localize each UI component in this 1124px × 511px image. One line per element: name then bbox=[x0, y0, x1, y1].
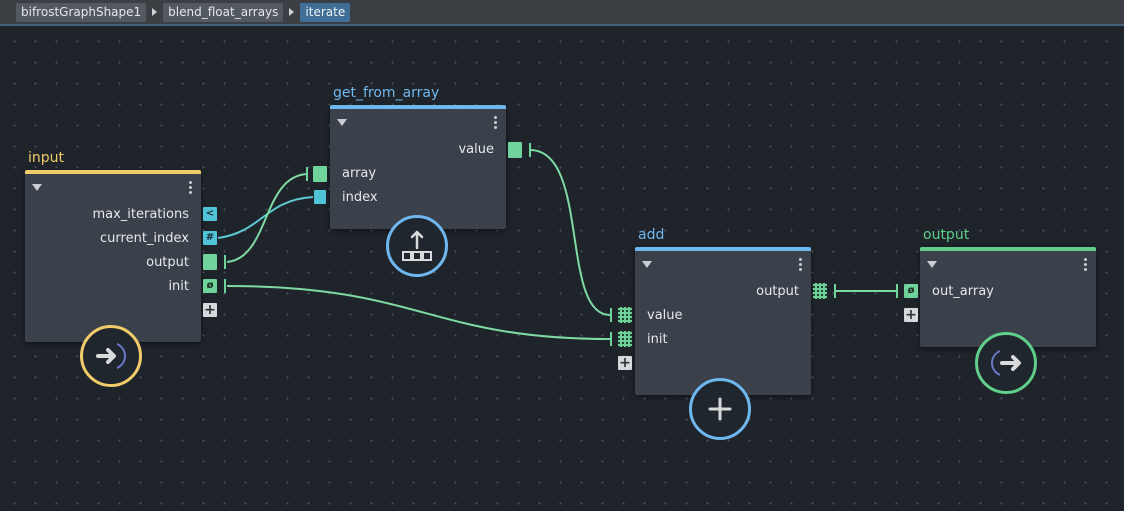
get-from-array-icon bbox=[386, 215, 448, 277]
node-header-bar bbox=[330, 105, 506, 109]
breadcrumb-separator-icon bbox=[289, 8, 295, 16]
add-port-plus-icon[interactable]: + bbox=[203, 302, 217, 318]
node-title-add: add bbox=[638, 227, 665, 243]
port-add-value[interactable] bbox=[618, 307, 632, 323]
breadcrumb-item-current[interactable]: iterate bbox=[300, 2, 351, 22]
collapse-arrow-icon[interactable] bbox=[927, 261, 937, 268]
iterate-out-icon bbox=[975, 332, 1037, 394]
port-add-value-tee bbox=[610, 308, 612, 322]
port-label-current-index: current_index bbox=[100, 231, 189, 246]
port-label-init: init bbox=[168, 279, 189, 294]
port-output-tee bbox=[224, 255, 226, 269]
node-title-input: input bbox=[28, 150, 65, 166]
node-header-bar bbox=[25, 170, 201, 174]
node-menu-icon[interactable] bbox=[799, 258, 802, 273]
port-add-output[interactable] bbox=[813, 283, 827, 299]
port-array[interactable] bbox=[313, 166, 327, 182]
node-title-output: output bbox=[923, 227, 970, 243]
node-title-get-from-array: get_from_array bbox=[333, 85, 440, 101]
port-label-output: output bbox=[756, 284, 799, 299]
breadcrumb-item-graph-shape[interactable]: bifrostGraphShape1 bbox=[16, 2, 147, 22]
port-add-output-tee bbox=[834, 284, 836, 298]
collapse-arrow-icon[interactable] bbox=[337, 119, 347, 126]
port-current-index[interactable]: # bbox=[203, 231, 217, 245]
wire-current-index-to-index[interactable] bbox=[217, 196, 314, 239]
port-init-tee bbox=[224, 279, 226, 293]
add-port-plus-icon[interactable]: + bbox=[904, 307, 918, 323]
port-add-init-tee bbox=[610, 332, 612, 346]
port-init[interactable]: ø bbox=[203, 279, 217, 293]
port-index[interactable] bbox=[314, 190, 326, 204]
node-menu-icon[interactable] bbox=[1084, 258, 1087, 273]
port-label-array: array bbox=[342, 166, 377, 181]
iterate-in-icon bbox=[80, 325, 142, 387]
port-label-output: output bbox=[146, 255, 189, 270]
collapse-arrow-icon[interactable] bbox=[642, 261, 652, 268]
add-icon bbox=[689, 378, 751, 440]
node-get-from-array[interactable]: value array index bbox=[330, 105, 506, 229]
port-max-iterations[interactable]: < bbox=[203, 207, 217, 221]
port-out-array-tee bbox=[896, 284, 898, 298]
collapse-arrow-icon[interactable] bbox=[32, 184, 42, 191]
wire-value-to-add-value[interactable] bbox=[529, 149, 611, 316]
breadcrumb: bifrostGraphShape1 blend_float_arrays it… bbox=[0, 0, 1124, 26]
node-menu-icon[interactable] bbox=[494, 116, 497, 131]
node-add[interactable]: output value init bbox=[635, 247, 811, 395]
node-menu-icon[interactable] bbox=[189, 181, 192, 196]
port-label-index: index bbox=[342, 190, 378, 205]
wire-output-to-array[interactable] bbox=[226, 173, 309, 263]
port-value[interactable] bbox=[508, 142, 522, 158]
node-header-bar bbox=[920, 247, 1096, 251]
port-label-max-iterations: max_iterations bbox=[92, 207, 189, 222]
port-label-value: value bbox=[647, 308, 683, 323]
port-output[interactable] bbox=[203, 254, 217, 270]
breadcrumb-item-compound[interactable]: blend_float_arrays bbox=[163, 2, 284, 22]
port-value-tee bbox=[529, 143, 531, 157]
node-input[interactable]: max_iterations current_index output init bbox=[25, 170, 201, 342]
node-output[interactable]: out_array bbox=[920, 247, 1096, 347]
port-label-out-array: out_array bbox=[932, 284, 994, 299]
port-label-init: init bbox=[647, 332, 668, 347]
node-header-bar bbox=[635, 247, 811, 251]
wire-init-to-add-init[interactable] bbox=[226, 285, 611, 340]
add-port-plus-icon[interactable]: + bbox=[618, 355, 632, 371]
port-out-array[interactable]: ø bbox=[904, 284, 918, 298]
breadcrumb-separator-icon bbox=[152, 8, 158, 16]
port-label-value: value bbox=[458, 142, 494, 157]
port-array-tee bbox=[306, 167, 308, 181]
port-add-init[interactable] bbox=[618, 331, 632, 347]
